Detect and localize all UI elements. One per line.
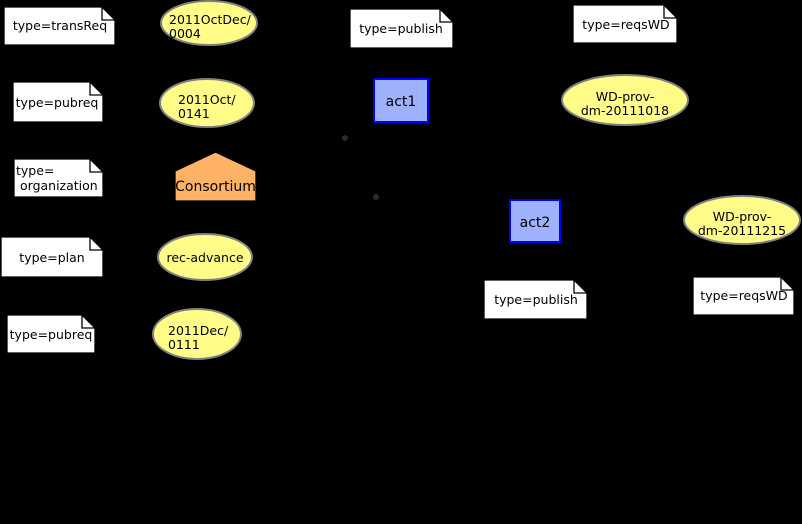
entity-ellipse — [157, 233, 253, 281]
entity-ellipse — [159, 78, 255, 128]
entity-label-line1: 2011Oct/ — [178, 92, 236, 107]
activity-rect — [373, 78, 429, 123]
entity-ellipse — [160, 0, 258, 46]
note-shape — [13, 158, 104, 198]
note-label: type=pubreq — [10, 327, 93, 342]
activity-act1: act1 — [373, 78, 429, 123]
note-shape — [12, 81, 104, 123]
note-label-line1: type= — [16, 163, 54, 178]
entity-label-line1: 2011Dec/ — [168, 323, 229, 338]
entity-label-line1: 2011OctDec/ — [169, 12, 252, 27]
entity-ellipse — [683, 195, 801, 245]
note-type-transreq: type=transReq — [3, 6, 116, 46]
note-shape — [572, 4, 678, 44]
note-type-reqswd-2: type=reqsWD — [692, 276, 795, 316]
note-fold-icon — [89, 159, 103, 173]
entity-label-line2: 0111 — [168, 337, 200, 352]
note-fold-icon — [89, 82, 103, 96]
entity-2011dec-0111: 2011Dec/ 0111 — [152, 308, 242, 360]
note-label: type=publish — [359, 21, 443, 36]
note-label: type=pubreq — [16, 95, 99, 110]
entity-label-line2: 0004 — [169, 26, 201, 41]
entity-wd-prov-dm-20111215: WD-prov- dm-20111215 — [683, 195, 801, 245]
note-label: type=plan — [19, 250, 84, 265]
entity-ellipse — [152, 308, 242, 360]
note-shape — [6, 314, 96, 354]
note-shape — [349, 8, 454, 49]
note-fold-icon — [101, 7, 115, 21]
note-fold-icon — [573, 280, 587, 294]
entity-label: rec-advance — [166, 250, 243, 265]
note-type-pubreq-1: type=pubreq — [12, 81, 104, 123]
entity-label-line2: 0141 — [178, 106, 210, 121]
entity-wd-prov-dm-20111018: WD-prov- dm-20111018 — [561, 74, 689, 126]
note-label: type=transReq — [13, 18, 107, 33]
activity-act2: act2 — [509, 199, 561, 243]
agent-pentagon — [174, 151, 257, 202]
agent-label: Consortium — [175, 179, 256, 195]
note-shape — [0, 236, 104, 278]
note-shape — [3, 6, 116, 46]
activity-rect — [509, 199, 561, 243]
note-type-publish-2: type=publish — [483, 279, 588, 320]
note-type-reqswd-1: type=reqsWD — [572, 4, 678, 44]
note-type-pubreq-2: type=pubreq — [6, 314, 96, 354]
note-fold-icon — [81, 315, 95, 329]
note-shape — [692, 276, 795, 316]
connector-dot-1 — [342, 135, 348, 141]
note-fold-icon — [439, 9, 453, 23]
entity-label-line1: WD-prov- — [596, 89, 655, 104]
note-type-publish-1: type=publish — [349, 8, 454, 49]
note-fold-icon — [89, 237, 103, 251]
note-fold-icon — [663, 5, 677, 19]
activity-label: act2 — [520, 215, 551, 231]
note-fold-icon — [780, 277, 794, 291]
note-label: type=reqsWD — [582, 17, 669, 32]
entity-label-line1: WD-prov- — [713, 209, 772, 224]
note-type-plan: type=plan — [0, 236, 104, 278]
agent-consortium: Consortium — [174, 151, 257, 202]
note-label: type=publish — [494, 292, 578, 307]
note-label-line2: organization — [20, 178, 98, 193]
entity-rec-advance: rec-advance — [157, 233, 253, 281]
connector-dot-2 — [373, 194, 379, 200]
activity-label: act1 — [386, 94, 417, 110]
entity-ellipse — [561, 74, 689, 126]
entity-label-line2: dm-20111018 — [581, 103, 669, 118]
note-type-organization: type= organization — [13, 158, 104, 198]
note-shape — [483, 279, 588, 320]
entity-label-line2: dm-20111215 — [698, 223, 786, 238]
note-label: type=reqsWD — [700, 288, 787, 303]
entity-2011octdec-0004: 2011OctDec/ 0004 — [160, 0, 258, 46]
entity-2011oct-0141: 2011Oct/ 0141 — [159, 78, 255, 128]
